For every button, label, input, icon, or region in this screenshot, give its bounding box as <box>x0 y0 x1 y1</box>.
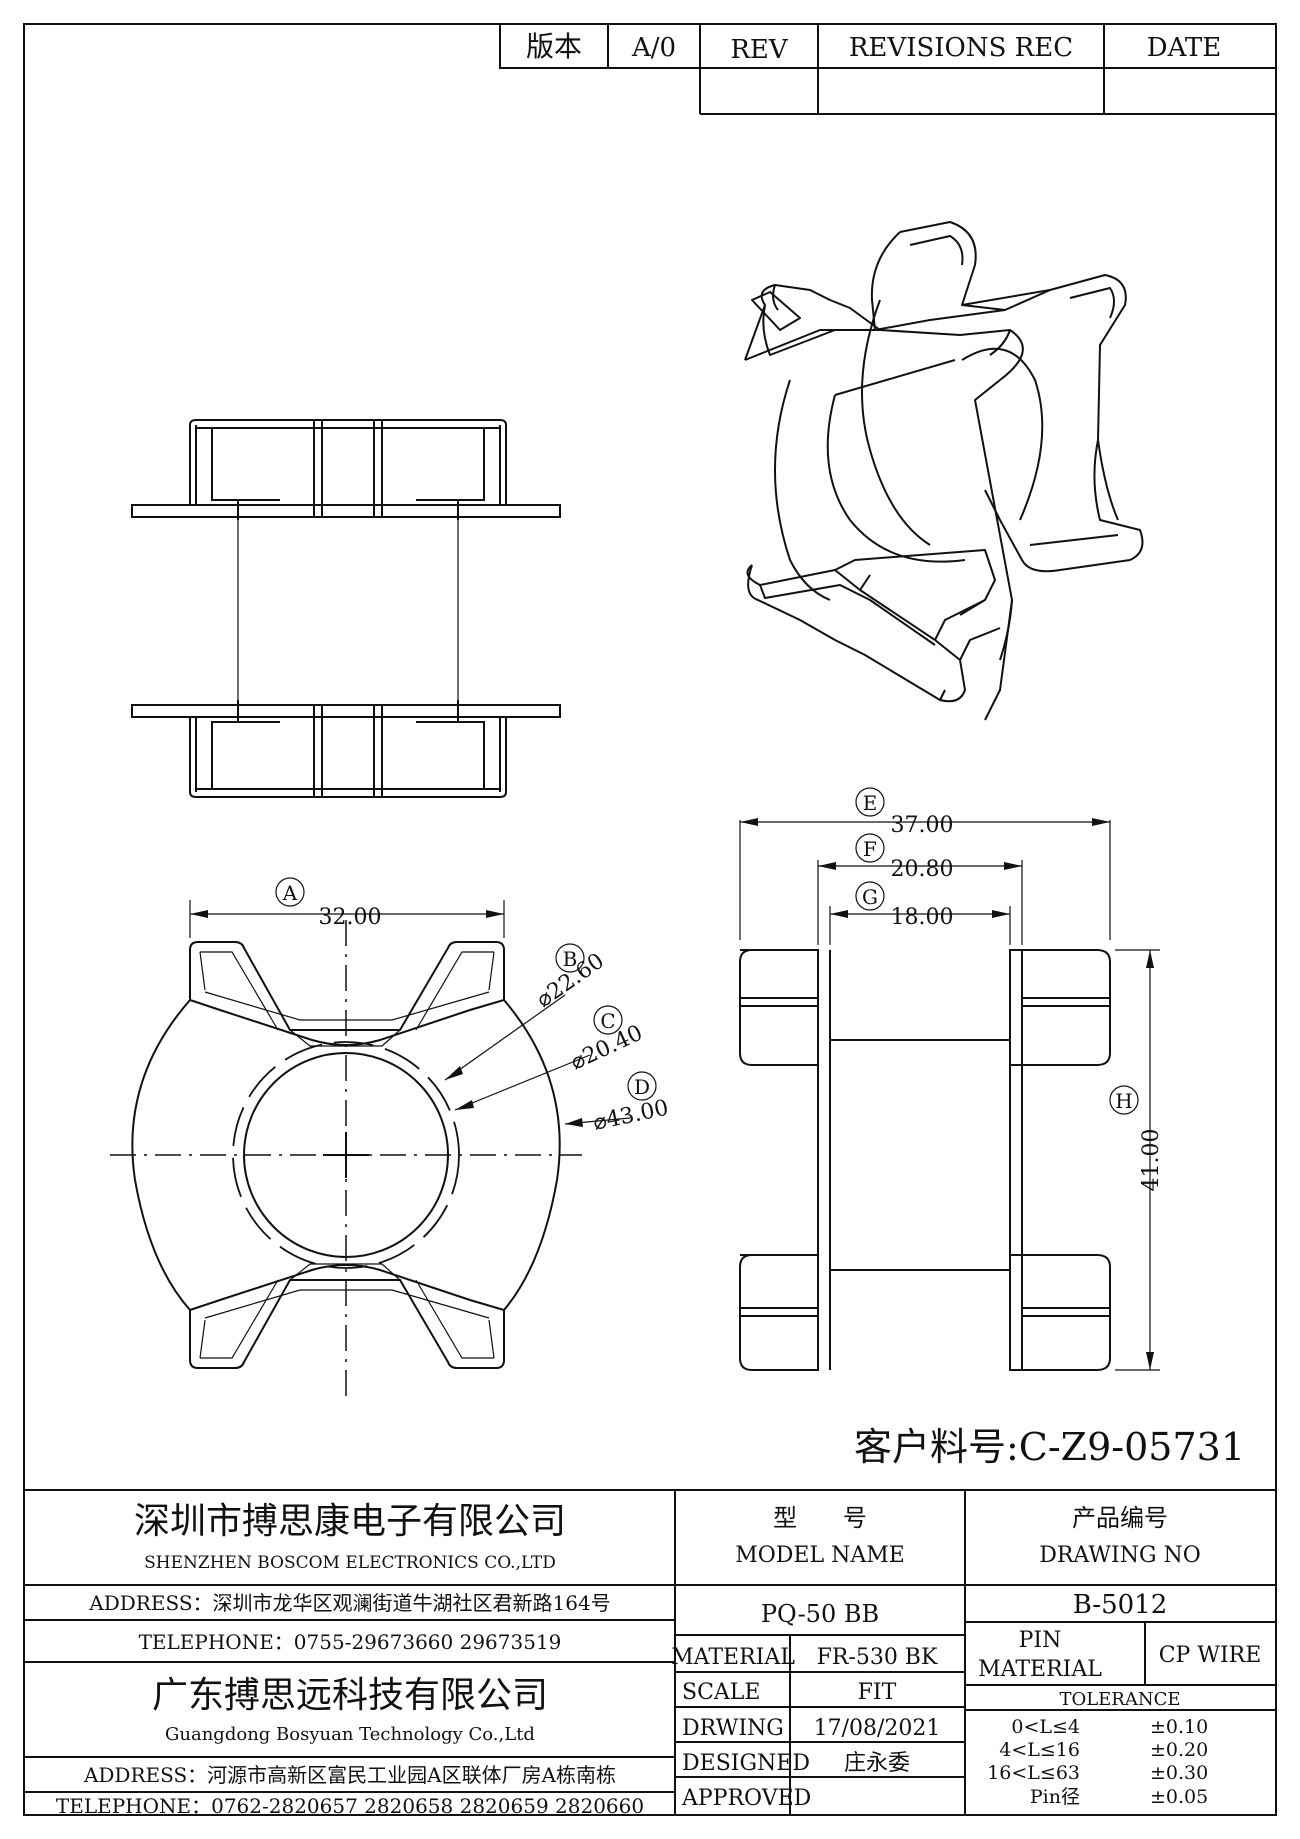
telephone-1: TELEPHONE：0755-29673660 29673519 <box>139 1630 562 1654</box>
drawing-date: 17/08/2021 <box>814 1716 941 1741</box>
dimension-E: E 37.00 <box>739 787 1111 940</box>
company2-name-cn: 广东搏思远科技有限公司 <box>152 1675 548 1716</box>
tolerance-range: 16<L≤63 <box>987 1762 1080 1784</box>
company-name-en: SHENZHEN BOSCOM ELECTRONICS CO.,LTD <box>144 1553 556 1573</box>
dim-A-value: 32.00 <box>319 905 382 930</box>
tolerance-value: ±0.10 <box>1150 1716 1208 1738</box>
telephone-2: TELEPHONE：0762-2820657 2820658 2820659 2… <box>56 1794 644 1818</box>
drawing-by-label: DRWING <box>682 1716 784 1741</box>
dimension-A: A 32.00 <box>189 877 505 938</box>
version-value: A/0 <box>631 33 676 63</box>
isometric-view <box>744 221 1144 721</box>
scale-label: SCALE <box>682 1680 760 1705</box>
date-header: DATE <box>1147 33 1222 63</box>
model-label-cn: 型 号 <box>773 1504 867 1532</box>
pin-label-1: PIN <box>1019 1628 1062 1653</box>
dim-G-value: 18.00 <box>891 905 954 930</box>
dim-E-value: 37.00 <box>891 813 954 838</box>
version-label: 版本 <box>526 30 582 63</box>
material-label: MATERIAL <box>671 1645 795 1670</box>
customer-part-number: 客户料号:C-Z9-05731 <box>854 1425 1245 1469</box>
dim-B-circle: B <box>563 947 578 971</box>
model-label-en: MODEL NAME <box>735 1543 905 1568</box>
side-elevation-view <box>131 419 561 798</box>
end-view <box>110 920 582 1400</box>
scale-value: FIT <box>858 1680 897 1705</box>
dim-A-circle: A <box>282 881 298 905</box>
title-block: 深圳市搏思康电子有限公司 SHENZHEN BOSCOM ELECTRONICS… <box>24 1489 1276 1818</box>
dimension-H: H 41.00 <box>1109 949 1164 1371</box>
approved-label: APPROVED <box>681 1786 811 1811</box>
dimension-F: F 20.80 <box>817 833 1023 945</box>
model-value: PQ-50 BB <box>761 1600 879 1628</box>
company2-name-en: Guangdong Bosyuan Technology Co.,Ltd <box>165 1724 535 1745</box>
designed-label: DESIGNED <box>682 1751 810 1776</box>
dimension-BCD: B ⌀22.60 C ⌀20.40 D ⌀43.00 <box>444 943 671 1136</box>
material-value: FR-530 BK <box>817 1645 938 1670</box>
dim-E-circle: E <box>863 791 878 815</box>
address-2: ADDRESS：河源市高新区富民工业园A区联体厂房A栋南栋 <box>83 1763 616 1787</box>
company-name-cn: 深圳市搏思康电子有限公司 <box>134 1501 566 1542</box>
tolerance-value: ±0.30 <box>1150 1762 1208 1784</box>
drawing-value: B-5012 <box>1073 1590 1168 1620</box>
tolerance-label: TOLERANCE <box>1059 1689 1180 1710</box>
drawing-label-en: DRAWING NO <box>1039 1543 1201 1568</box>
pin-value: CP WIRE <box>1159 1643 1262 1668</box>
dim-C-circle: C <box>600 1009 615 1033</box>
dim-G-circle: G <box>862 885 878 909</box>
dim-F-value: 20.80 <box>891 857 954 882</box>
tolerance-range: 0<L≤4 <box>1011 1716 1080 1738</box>
dimension-G: G 18.00 <box>829 881 1011 945</box>
address-1: ADDRESS：深圳市龙华区观澜街道牛湖社区君新路164号 <box>88 1591 610 1615</box>
tolerance-value: ±0.20 <box>1150 1739 1208 1761</box>
drawing-label-cn: 产品编号 <box>1072 1504 1168 1532</box>
rev-header: REV <box>730 35 789 65</box>
revisions-header: REVISIONS REC <box>849 33 1073 63</box>
dim-H-circle: H <box>1115 1089 1132 1113</box>
revision-block: 版本 A/0 REV REVISIONS REC DATE <box>499 23 1277 115</box>
dim-H-value: 41.00 <box>1139 1129 1164 1192</box>
dim-D-value: ⌀43.00 <box>591 1096 671 1136</box>
tolerance-range: 4<L≤16 <box>999 1739 1080 1761</box>
tolerance-value: ±0.05 <box>1150 1786 1208 1808</box>
tolerance-range: Pin径 <box>1030 1786 1080 1808</box>
dim-D-circle: D <box>634 1075 650 1099</box>
designed-value: 庄永委 <box>844 1751 910 1776</box>
pin-label-2: MATERIAL <box>978 1657 1102 1682</box>
side-view <box>739 949 1111 1371</box>
dim-F-circle: F <box>863 837 877 861</box>
